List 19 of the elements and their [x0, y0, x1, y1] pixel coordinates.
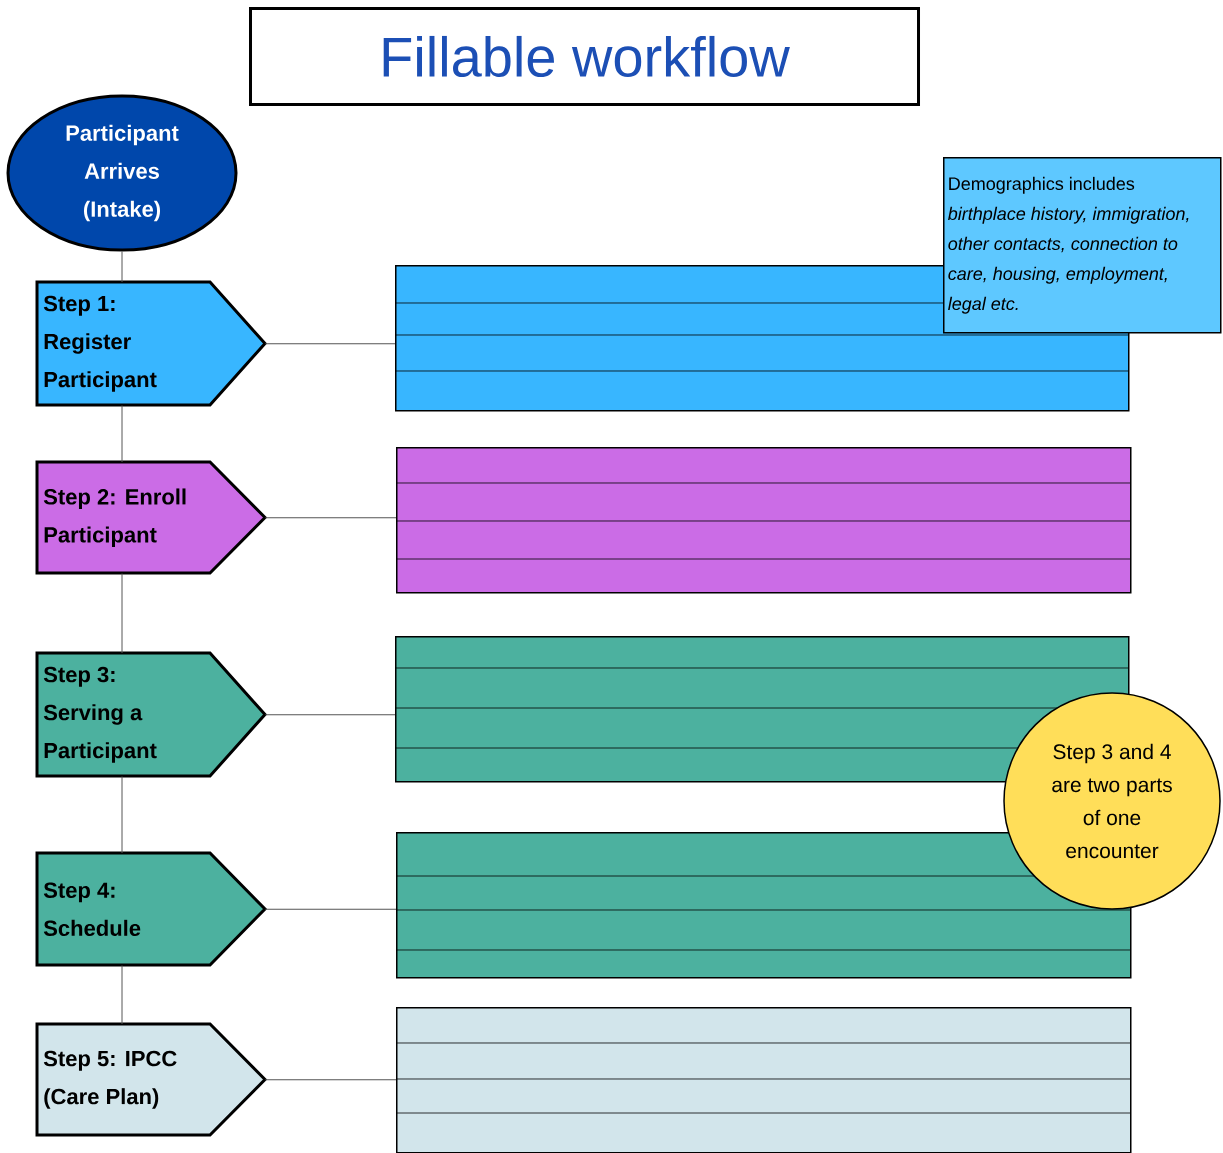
connector-line — [121, 404, 123, 463]
title-box: Fillable workflow — [249, 7, 920, 106]
connector-line — [264, 714, 396, 716]
connector-line — [121, 964, 123, 1025]
step-pentagon: Step 4: Schedule — [35, 851, 268, 967]
connector-line — [264, 1079, 397, 1081]
step-pentagon: Step 3: Serving a Participant — [35, 651, 268, 778]
connector-line — [264, 908, 397, 910]
fillable-form-box — [395, 447, 1132, 594]
connector-line — [121, 775, 123, 854]
connector-line — [121, 572, 123, 654]
step-pentagon: Step 5: IPCC (Care Plan) — [35, 1022, 268, 1137]
fillable-form-box — [395, 1007, 1132, 1153]
step-pentagon: Step 2: Enroll Participant — [35, 460, 268, 575]
connector-line — [264, 517, 397, 519]
connector-line — [264, 343, 396, 345]
note-box: Demographics includes birthplace history, immigration, other contacts, connection to care, housing, employment, legal etc. — [943, 157, 1222, 334]
connector-line — [121, 251, 123, 283]
step-pentagon: Step 1: Register Participant — [35, 280, 268, 407]
